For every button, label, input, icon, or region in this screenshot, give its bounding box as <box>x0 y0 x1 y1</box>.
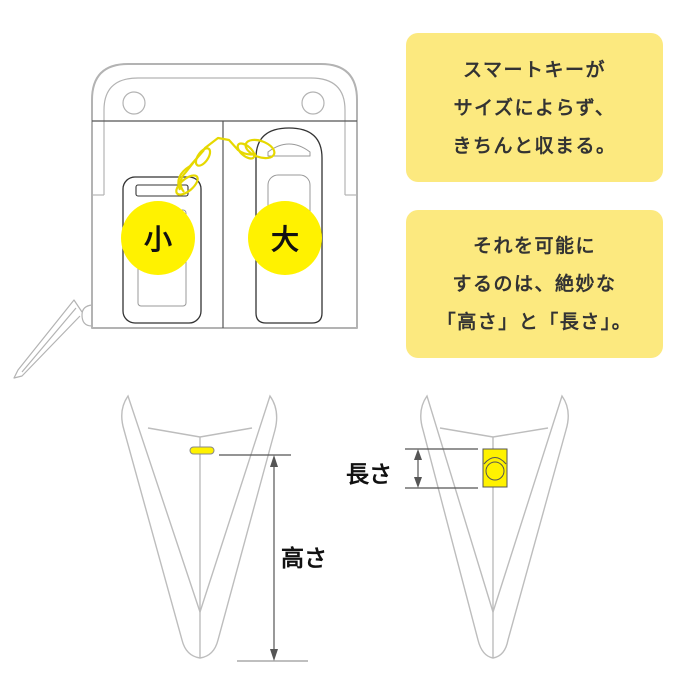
length-marker <box>482 448 508 488</box>
callout-fits-any-size: スマートキーが サイズによらず、 きちんと収まる。 <box>406 33 663 182</box>
side-view-height <box>121 394 278 659</box>
callout-line: サイズによらず、 <box>453 96 616 119</box>
large-key-badge: 大 <box>248 201 322 275</box>
height-dimension-arrow <box>219 454 308 662</box>
callout-line: きちんと収まる。 <box>452 134 617 157</box>
height-marker <box>189 446 215 455</box>
callout-height-length: それを可能に するのは、絶妙な 「高さ」と「長さ」。 <box>406 210 663 358</box>
length-dimension-arrow <box>405 448 478 489</box>
height-label: 高さ <box>281 546 327 572</box>
snap-left-icon <box>122 91 146 115</box>
callout-line: スマートキーが <box>463 58 606 81</box>
length-label: 長さ <box>346 462 392 488</box>
callout-line: するのは、絶妙な <box>452 273 617 295</box>
side-view-length <box>420 394 569 659</box>
key-chain-icon <box>175 136 276 196</box>
callout-line: それを可能に <box>472 235 596 257</box>
snap-right-icon <box>301 91 325 115</box>
callout-line: 「高さ」と「長さ」。 <box>436 311 633 333</box>
small-key-badge: 小 <box>121 201 195 275</box>
zipper-pull-icon <box>13 299 93 379</box>
